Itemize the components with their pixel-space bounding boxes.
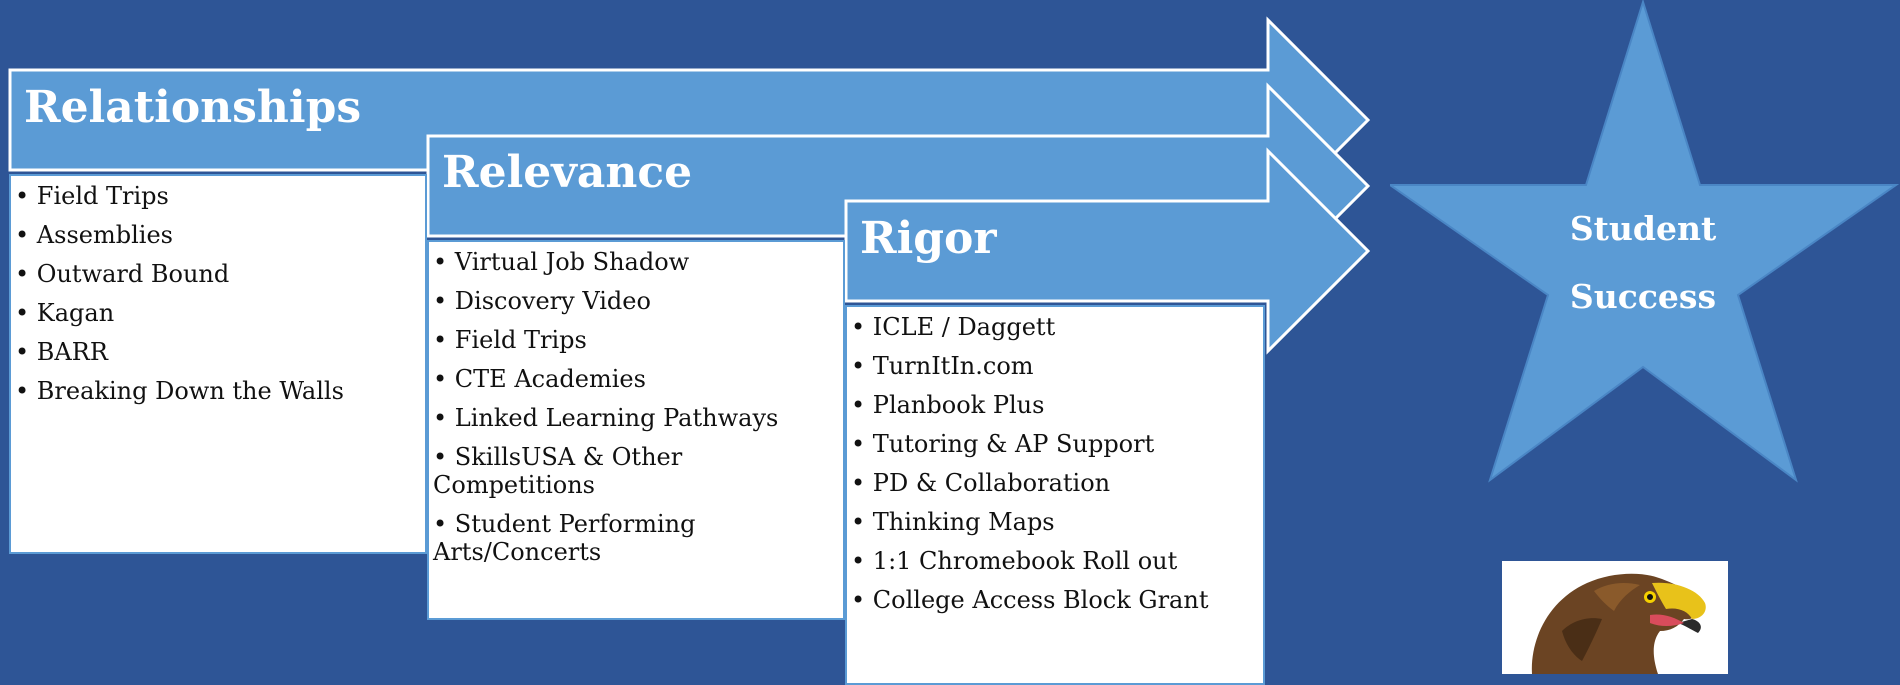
eagle-head-icon	[1531, 573, 1706, 674]
list-item: Student Performing Arts/Concerts	[433, 510, 843, 566]
list-item: College Access Block Grant	[851, 586, 1263, 614]
relevance-list-box: Virtual Job Shadow Discovery Video Field…	[427, 240, 845, 620]
list-item: CTE Academies	[433, 365, 843, 393]
list-item: ICLE / Daggett	[851, 313, 1263, 341]
relationships-list-box: Field Trips Assemblies Outward Bound Kag…	[9, 174, 427, 554]
list-item: Thinking Maps	[851, 508, 1263, 536]
star-label-line2: Success	[1569, 277, 1717, 316]
star-shape	[1390, 0, 1900, 483]
rigor-list-box: ICLE / Daggett TurnItIn.com Planbook Plu…	[845, 305, 1265, 685]
list-item: Outward Bound	[15, 260, 425, 288]
list-item: Linked Learning Pathways	[433, 404, 843, 432]
school-logo	[1502, 561, 1728, 674]
list-item: Discovery Video	[433, 287, 843, 315]
star-label-line1: Student	[1569, 209, 1717, 248]
list-item: Planbook Plus	[851, 391, 1263, 419]
list-item: Breaking Down the Walls	[15, 377, 425, 405]
list-item: Kagan	[15, 299, 425, 327]
list-item: Field Trips	[433, 326, 843, 354]
list-item: Virtual Job Shadow	[433, 248, 843, 276]
list-item: Field Trips	[15, 182, 425, 210]
list-item: PD & Collaboration	[851, 469, 1263, 497]
list-item: Assemblies	[15, 221, 425, 249]
list-item: 1:1 Chromebook Roll out	[851, 547, 1263, 575]
list-item: TurnItIn.com	[851, 352, 1263, 380]
list-item: SkillsUSA & Other Competitions	[433, 443, 843, 499]
success-star	[1390, 0, 1900, 483]
relevance-title: Relevance	[442, 147, 693, 198]
list-item: Tutoring & AP Support	[851, 430, 1263, 458]
rigor-title: Rigor	[860, 213, 997, 264]
rigor-arrow	[844, 147, 1371, 355]
relationships-title: Relationships	[24, 82, 362, 133]
list-item: BARR	[15, 338, 425, 366]
